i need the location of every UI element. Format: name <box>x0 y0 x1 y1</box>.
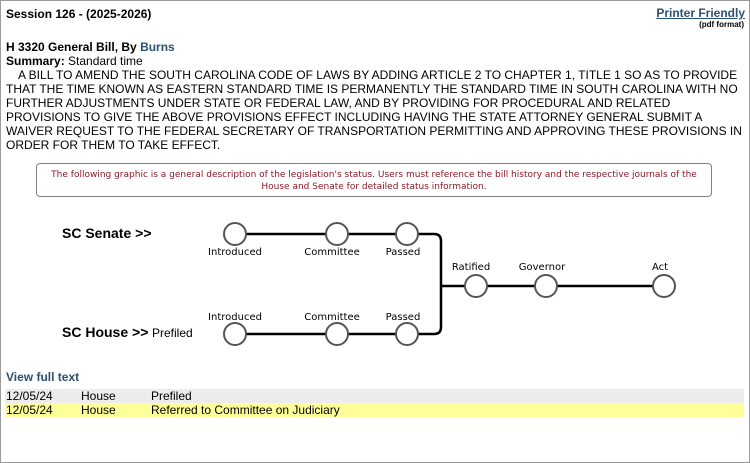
act-node <box>652 274 676 298</box>
senate-step-label: Introduced <box>208 247 262 258</box>
ratified-node <box>464 274 488 298</box>
pdf-format-note: (pdf format) <box>699 20 744 29</box>
history-body: House <box>81 403 116 417</box>
house-step-label: Introduced <box>208 312 262 323</box>
senate-step-label: Committee <box>304 247 360 258</box>
history-row: 12/05/24 House Prefiled <box>5 389 744 403</box>
session-title: Session 126 - (2025-2026) <box>6 7 152 21</box>
senate-label: SC Senate >> <box>62 225 152 241</box>
house-label: SC House >> <box>62 324 148 340</box>
history-action: Prefiled <box>151 389 192 403</box>
history-row: 12/05/24 House Referred to Committee on … <box>5 403 744 417</box>
final-step-label: Ratified <box>452 262 490 273</box>
house-committee-node <box>325 322 349 346</box>
final-step-label: Act <box>652 262 668 273</box>
senate-step-label: Passed <box>386 247 421 258</box>
final-step-label: Governor <box>519 262 566 273</box>
house-introduced-node <box>223 322 247 346</box>
senate-committee-node <box>325 222 349 246</box>
history-action: Referred to Committee on Judiciary <box>151 403 340 417</box>
bill-description: A BILL TO AMEND THE SOUTH CAROLINA CODE … <box>6 68 742 152</box>
governor-node <box>534 274 558 298</box>
history-body: House <box>81 389 116 403</box>
senate-introduced-node <box>223 222 247 246</box>
senate-passed-node <box>395 222 419 246</box>
history-date: 12/05/24 <box>6 389 53 403</box>
printer-friendly-link[interactable]: Printer Friendly <box>656 6 745 20</box>
house-status: Prefiled <box>152 326 193 340</box>
house-step-label: Passed <box>386 312 421 323</box>
house-passed-node <box>395 322 419 346</box>
summary-text: Standard time <box>64 54 143 68</box>
summary-label: Summary: <box>6 54 65 68</box>
bill-heading: H 3320 General Bill, By Burns <box>6 40 175 54</box>
view-full-text-link[interactable]: View full text <box>6 370 80 384</box>
sponsor-link[interactable]: Burns <box>140 40 175 54</box>
history-date: 12/05/24 <box>6 403 53 417</box>
house-step-label: Committee <box>304 312 360 323</box>
bill-summary: Summary: Standard time <box>6 54 143 68</box>
status-notice: The following graphic is a general descr… <box>36 163 712 197</box>
status-connectors <box>235 232 664 336</box>
bill-title: H 3320 General Bill, By <box>6 40 141 54</box>
